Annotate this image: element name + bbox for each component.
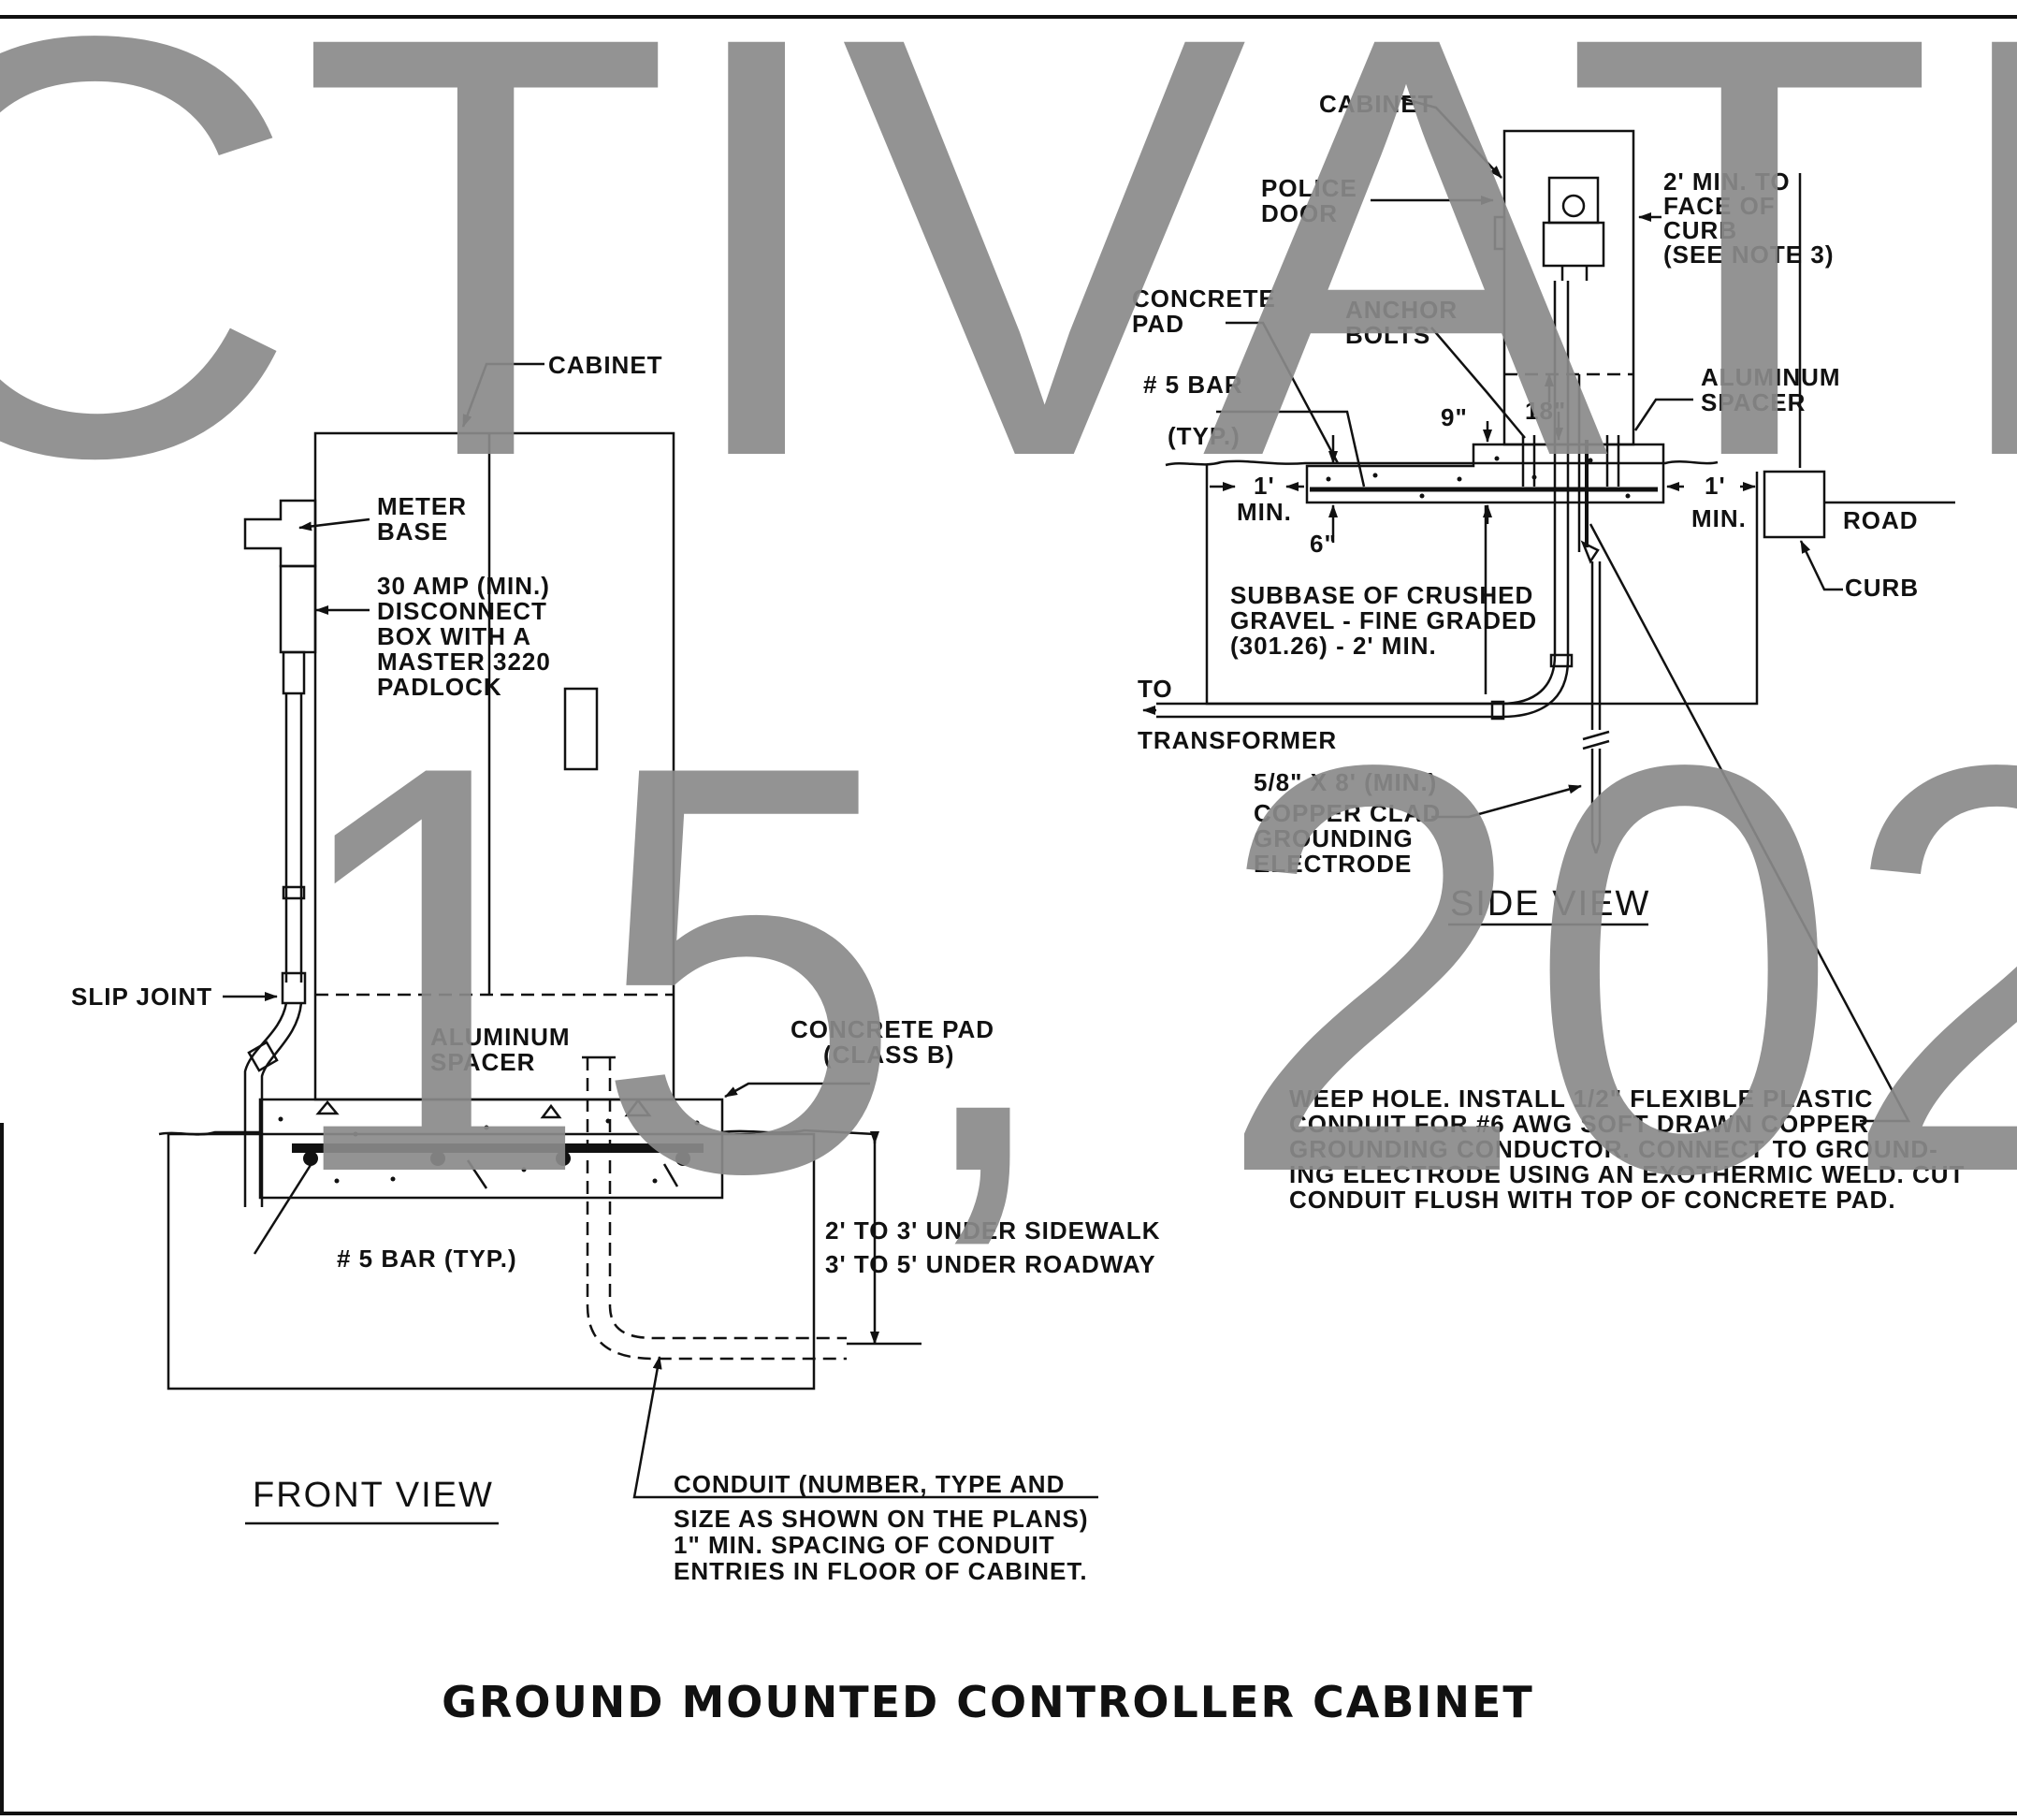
watermark-bottom: 15, 202 — [281, 646, 2017, 1293]
front-view-title: FRONT VIEW — [253, 1476, 494, 1515]
label-pad-front: CONCRETE PAD — [791, 1015, 994, 1043]
label-min-left: 1' — [1254, 472, 1275, 500]
label-subbase-3: (301.26) - 2' MIN. — [1230, 632, 1437, 660]
label-min-right: 1' — [1705, 472, 1726, 500]
label-depth-1: 2' TO 3' UNDER SIDEWALK — [825, 1216, 1161, 1245]
meter-base — [243, 499, 317, 568]
label-subbase-1: SUBBASE OF CRUSHED — [1230, 581, 1533, 609]
weep-note-line-1: WEEP HOLE. INSTALL 1/2" FLEXIBLE PLASTIC — [1289, 1085, 1873, 1113]
label-conduit-2: SIZE AS SHOWN ON THE PLANS) — [674, 1505, 1089, 1533]
label-disconnect-2: DISCONNECT — [377, 597, 547, 625]
front-cabinet-handle — [563, 687, 599, 771]
label-slip-joint: SLIP JOINT — [71, 983, 212, 1011]
label-conduit-1: CONDUIT (NUMBER, TYPE AND — [674, 1470, 1065, 1498]
front-ground-line-right — [721, 1128, 876, 1136]
label-pad-side: CONCRETE — [1132, 284, 1276, 313]
front-concrete-pad — [258, 1098, 724, 1200]
label-spacer-side-2: SPACER — [1701, 388, 1806, 416]
weep-note-line-4: ING ELECTRODE USING AN EXOTHERMIC WELD. … — [1289, 1160, 1965, 1188]
label-disconnect-3: BOX WITH A — [377, 622, 531, 650]
label-curb-dist-3: CURB — [1663, 216, 1737, 244]
weep-note-line-2: CONDUIT FOR #6 AWG SOFT DRAWN COPPER — [1289, 1110, 1869, 1138]
label-spacer-front: ALUMINUM — [430, 1023, 571, 1051]
label-transformer: TRANSFORMER — [1138, 726, 1337, 754]
side-view — [1142, 96, 1955, 1123]
weep-note-line-5: CONDUIT FLUSH WITH TOP OF CONCRETE PAD. — [1289, 1186, 1896, 1214]
watermark-top: CTIVATI — [0, 0, 2017, 581]
label-dim-18: 18" — [1525, 397, 1566, 425]
sheet-border — [0, 15, 2017, 1815]
label-spacer-front-2: SPACER — [430, 1048, 535, 1076]
label-bar-front: # 5 BAR (TYP.) — [337, 1245, 517, 1273]
label-dim-6: 6" — [1310, 530, 1337, 558]
slip-joint — [281, 971, 307, 1005]
label-electrode-3: GROUNDING — [1254, 824, 1414, 852]
label-depth-2: 3' TO 5' UNDER ROADWAY — [825, 1250, 1156, 1278]
label-bar-side: # 5 BAR — [1143, 371, 1243, 399]
front-view — [158, 362, 1098, 1525]
label-disconnect-4: MASTER 3220 — [377, 648, 551, 676]
label-curb-dist-4: (SEE NOTE 3) — [1663, 240, 1834, 269]
label-min-right-2: MIN. — [1691, 504, 1747, 532]
label-anchor-bolts-2: BOLTS — [1345, 321, 1430, 349]
label-to: TO — [1138, 675, 1173, 703]
label-police-door-2: DOOR — [1261, 199, 1338, 227]
label-spacer-side: ALUMINUM — [1701, 363, 1841, 391]
label-conduit-3: 1" MIN. SPACING OF CONDUIT — [674, 1531, 1055, 1559]
weep-note-line-3: GROUNDING CONDUCTOR. CONNECT TO GROUND- — [1289, 1135, 1938, 1163]
label-meter-base-2: BASE — [377, 517, 448, 546]
label-disconnect: 30 AMP (MIN.) — [377, 572, 550, 600]
label-curb: CURB — [1845, 574, 1919, 602]
label-subbase-2: GRAVEL - FINE GRADED — [1230, 606, 1537, 634]
label-disconnect-5: PADLOCK — [377, 673, 502, 701]
side-concrete-pad — [1305, 443, 1665, 504]
watermark: CTIVATI 15, 202 — [0, 0, 2017, 1293]
label-min-left-2: MIN. — [1237, 498, 1292, 526]
police-door — [1493, 215, 1506, 251]
side-ground-line — [1165, 459, 1719, 467]
label-pad-front-2: (CLASS B) — [823, 1041, 954, 1069]
label-electrode-1: 5/8" X 8' (MIN.) — [1254, 768, 1437, 796]
label-bar-side-2: (TYP.) — [1168, 422, 1241, 450]
weep-note: WEEP HOLE. INSTALL 1/2" FLEXIBLE PLASTIC… — [1289, 1085, 1965, 1214]
side-view-title: SIDE VIEW — [1450, 884, 1650, 924]
label-pad-side-2: PAD — [1132, 310, 1184, 338]
label-curb-dist-2: FACE OF — [1663, 192, 1776, 220]
side-labels: CABINET POLICE DOOR 2' MIN. TO FACE OF C… — [1132, 90, 1919, 926]
label-conduit-4: ENTRIES IN FLOOR OF CABINET. — [674, 1557, 1088, 1585]
label-curb-dist-1: 2' MIN. TO — [1663, 167, 1791, 196]
label-cabinet-side: CABINET — [1319, 90, 1434, 118]
front-excavation — [167, 1132, 816, 1390]
label-electrode-2: COPPER CLAD — [1254, 799, 1441, 827]
side-curb — [1763, 470, 1826, 539]
label-meter-base: METER — [377, 492, 467, 520]
front-labels: CABINET METER BASE 30 AMP (MIN.) DISCONN… — [71, 351, 1161, 1585]
label-cabinet-front: CABINET — [548, 351, 663, 379]
label-anchor-bolts: ANCHOR — [1345, 296, 1458, 324]
label-road: ROAD — [1843, 506, 1919, 534]
drawing-title: GROUND MOUNTED CONTROLLER CABINET — [442, 1677, 1534, 1727]
label-police-door: POLICE — [1261, 174, 1357, 202]
label-dim-9: 9" — [1441, 403, 1468, 431]
label-electrode-4: ELECTRODE — [1254, 850, 1412, 878]
